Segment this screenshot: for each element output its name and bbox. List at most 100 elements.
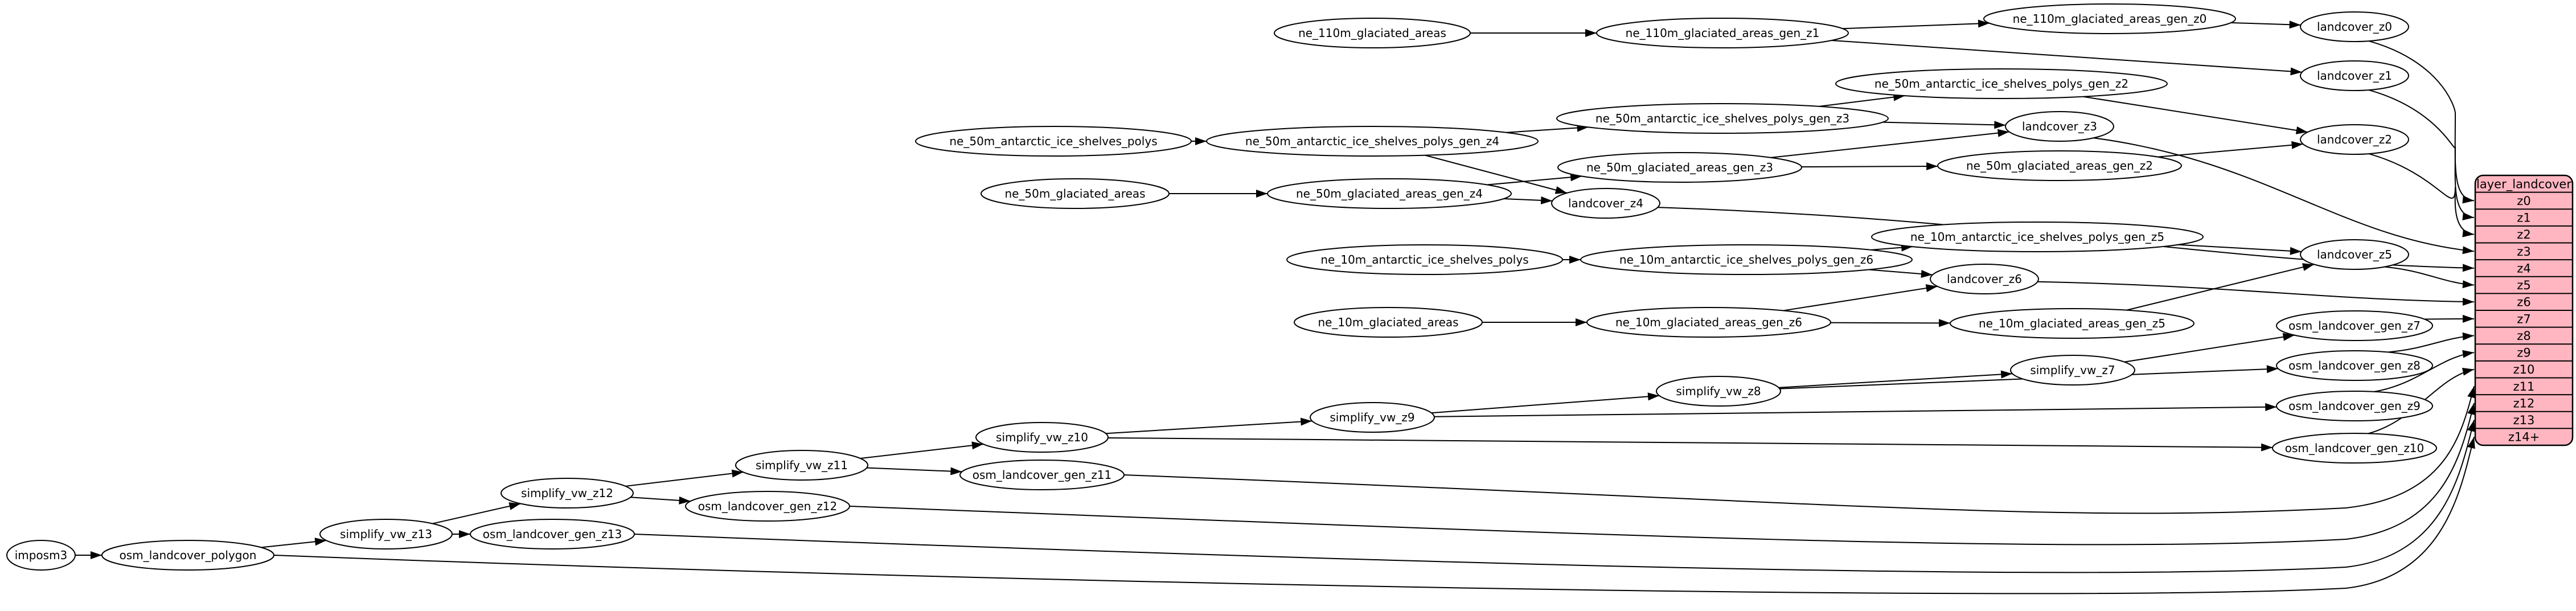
node-simplify_vw_z8: simplify_vw_z8	[1656, 376, 1781, 407]
nodes-layer: ne_110m_glaciated_areas ne_110m_glaciated…	[6, 3, 2437, 571]
edge-ne_50m_glaciated_areas_gen_z3-to-ne_50m_glaciated_areas_gen_z2	[1801, 162, 1938, 171]
node-label: osm_landcover_gen_z7	[2288, 319, 2421, 333]
node-ellipse	[2276, 391, 2433, 421]
edge-simplify_vw_z8-to-simplify_vw_z7	[1778, 370, 2013, 388]
node-ellipse	[2272, 433, 2437, 464]
node-label: landcover_z2	[2317, 133, 2392, 146]
edge-ne_10m_antarctic_ice_shelves_polys_gen_z6-to-ne_10m_antarctic_ice_shelves_polys_gen_z5	[1871, 243, 1913, 252]
node-ne_10m_antarctic_ice_shelves_polys_gen_z6: ne_10m_antarctic_ice_shelves_polys_gen_z…	[1580, 244, 1913, 275]
node-ellipse	[1871, 222, 2204, 252]
node-label: landcover_z0	[2317, 20, 2392, 34]
edge-landcover_z1-to-layer-z1	[2368, 89, 2475, 220]
node-label: imposm3	[15, 548, 68, 562]
node-label: simplify_vw_z11	[756, 458, 848, 472]
table-row-z4: z4	[2517, 261, 2530, 275]
node-label: simplify_vw_z12	[521, 486, 613, 500]
edge-ne_50m_glaciated_areas_gen_z3-to-landcover_z3	[1770, 129, 2009, 158]
node-ellipse	[735, 450, 868, 481]
node-ne_10m_glaciated_areas: ne_10m_glaciated_areas	[1294, 307, 1483, 338]
table-row-z11: z11	[2513, 380, 2535, 393]
node-ne_50m_antarctic_ice_shelves_polys: ne_50m_antarctic_ice_shelves_polys	[915, 126, 1192, 157]
node-ne_50m_antarctic_ice_shelves_polys_gen_z3: ne_50m_antarctic_ice_shelves_polys_gen_z…	[1556, 103, 1889, 134]
table-row-z7: z7	[2517, 312, 2530, 326]
node-ellipse	[2300, 11, 2409, 42]
table-row-z8: z8	[2517, 329, 2530, 343]
node-label: landcover_z6	[1947, 272, 2022, 286]
node-label: ne_110m_glaciated_areas_gen_z0	[2013, 12, 2207, 26]
node-ellipse	[1586, 307, 1831, 338]
node-label: landcover_z4	[1568, 196, 1643, 210]
node-ellipse	[1310, 402, 1435, 433]
node-simplify_vw_z7: simplify_vw_z7	[2010, 355, 2135, 386]
node-ne_110m_glaciated_areas_gen_z0: ne_110m_glaciated_areas_gen_z0	[1983, 3, 2236, 34]
edge-ne_50m_glaciated_areas_gen_z4-to-landcover_z4	[1503, 196, 1553, 204]
table-row-z2: z2	[2517, 228, 2530, 241]
node-ellipse	[1937, 150, 2182, 181]
edge-ne_10m_glaciated_areas_gen_z6-to-landcover_z6	[1783, 284, 1938, 311]
node-ne_50m_glaciated_areas_gen_z2: ne_50m_glaciated_areas_gen_z2	[1937, 150, 2182, 181]
layer-landcover-table: layer_landcoverz0z1z2z3z4z5z6z7z8z9z10z1…	[2474, 174, 2574, 446]
edge-simplify_vw_z11-to-osm_landcover_gen_z11	[867, 467, 962, 475]
edge-simplify_vw_z13-to-simplify_vw_z12	[432, 502, 521, 524]
node-ellipse	[1551, 188, 1660, 219]
node-label: ne_10m_glaciated_areas	[1318, 315, 1458, 329]
node-label: osm_landcover_gen_z12	[698, 499, 838, 513]
edge-simplify_vw_z9-to-simplify_vw_z8	[1431, 392, 1660, 414]
table-row-z13: z13	[2513, 413, 2535, 427]
node-landcover_z5: landcover_z5	[2300, 239, 2409, 270]
edge-osm_landcover_polygon-to-simplify_vw_z13	[261, 538, 327, 548]
edges-layer	[75, 19, 2475, 594]
edge-osm_landcover_gen_z12-to-layer-z12	[849, 403, 2475, 546]
table-row-z3: z3	[2517, 245, 2530, 259]
node-ellipse	[975, 422, 1109, 453]
node-label: ne_110m_glaciated_areas_gen_z1	[1626, 26, 1820, 40]
edge-ne_50m_antarctic_ice_shelves_polys_gen_z2-to-landcover_z2	[2083, 96, 2308, 134]
node-landcover_z1: landcover_z1	[2300, 60, 2409, 91]
node-ne_10m_antarctic_ice_shelves_polys_gen_z5: ne_10m_antarctic_ice_shelves_polys_gen_z…	[1871, 222, 2204, 252]
node-ellipse	[1274, 18, 1471, 48]
table-row-z1: z1	[2517, 211, 2530, 225]
node-ellipse	[1950, 308, 2194, 339]
node-ellipse	[319, 519, 453, 550]
node-label: simplify_vw_z10	[996, 430, 1088, 444]
node-label: ne_10m_glaciated_areas_gen_z5	[1979, 317, 2165, 330]
node-ellipse	[1580, 244, 1913, 275]
node-ellipse	[1206, 126, 1539, 157]
node-imposm3: imposm3	[6, 540, 76, 571]
node-label: ne_50m_glaciated_areas	[1004, 187, 1145, 200]
edge-landcover_z0-to-layer-z0	[2368, 40, 2475, 204]
node-label: osm_landcover_gen_z11	[973, 468, 1112, 482]
node-label: osm_landcover_gen_z13	[483, 527, 622, 541]
node-ellipse	[2300, 239, 2409, 270]
edge-ne_110m_glaciated_areas_gen_z1-to-ne_110m_glaciated_areas_gen_z0	[1842, 19, 1990, 30]
node-ne_110m_glaciated_areas: ne_110m_glaciated_areas	[1274, 18, 1471, 48]
node-ellipse	[501, 478, 634, 509]
node-ne_50m_antarctic_ice_shelves_polys_gen_z2: ne_50m_antarctic_ice_shelves_polys_gen_z…	[1835, 68, 2168, 99]
node-label: simplify_vw_z13	[340, 527, 432, 541]
node-simplify_vw_z9: simplify_vw_z9	[1310, 402, 1435, 433]
edge-ne_10m_antarctic_ice_shelves_polys_gen_z5-to-landcover_z5	[2177, 244, 2302, 255]
node-osm_landcover_gen_z12: osm_landcover_gen_z12	[685, 491, 850, 522]
edge-simplify_vw_z7-to-osm_landcover_gen_z7	[2124, 333, 2295, 363]
edge-simplify_vw_z9-to-osm_landcover_gen_z9	[1434, 403, 2277, 417]
edge-ne_50m_antarctic_ice_shelves_polys_gen_z3-to-ne_50m_antarctic_ice_shelves_polys_gen_z2	[1819, 93, 1905, 107]
table-title: layer_landcover	[2476, 177, 2571, 191]
node-landcover_z2: landcover_z2	[2300, 124, 2409, 155]
node-label: ne_50m_glaciated_areas_gen_z3	[1586, 161, 1773, 174]
node-landcover_z0: landcover_z0	[2300, 11, 2409, 42]
edge-simplify_vw_z10-to-osm_landcover_gen_z10	[1107, 437, 2273, 452]
node-ellipse	[1557, 152, 1802, 183]
node-simplify_vw_z12: simplify_vw_z12	[501, 478, 634, 509]
edge-ne_50m_glaciated_areas_gen_z4-to-ne_50m_glaciated_areas_gen_z3	[1487, 173, 1582, 186]
node-osm_landcover_polygon: osm_landcover_polygon	[101, 540, 274, 571]
node-simplify_vw_z11: simplify_vw_z11	[735, 450, 868, 481]
node-ne_50m_glaciated_areas_gen_z3: ne_50m_glaciated_areas_gen_z3	[1557, 152, 1802, 183]
edge-ne_110m_glaciated_areas_gen_z1-to-landcover_z1	[1831, 39, 2302, 76]
node-label: ne_10m_antarctic_ice_shelves_polys_gen_z…	[1910, 230, 2164, 244]
node-label: ne_50m_antarctic_ice_shelves_polys_gen_z…	[1595, 112, 1849, 125]
node-label: ne_10m_antarctic_ice_shelves_polys	[1320, 253, 1528, 266]
node-ellipse	[1596, 18, 1849, 48]
node-osm_landcover_gen_z11: osm_landcover_gen_z11	[959, 460, 1125, 490]
